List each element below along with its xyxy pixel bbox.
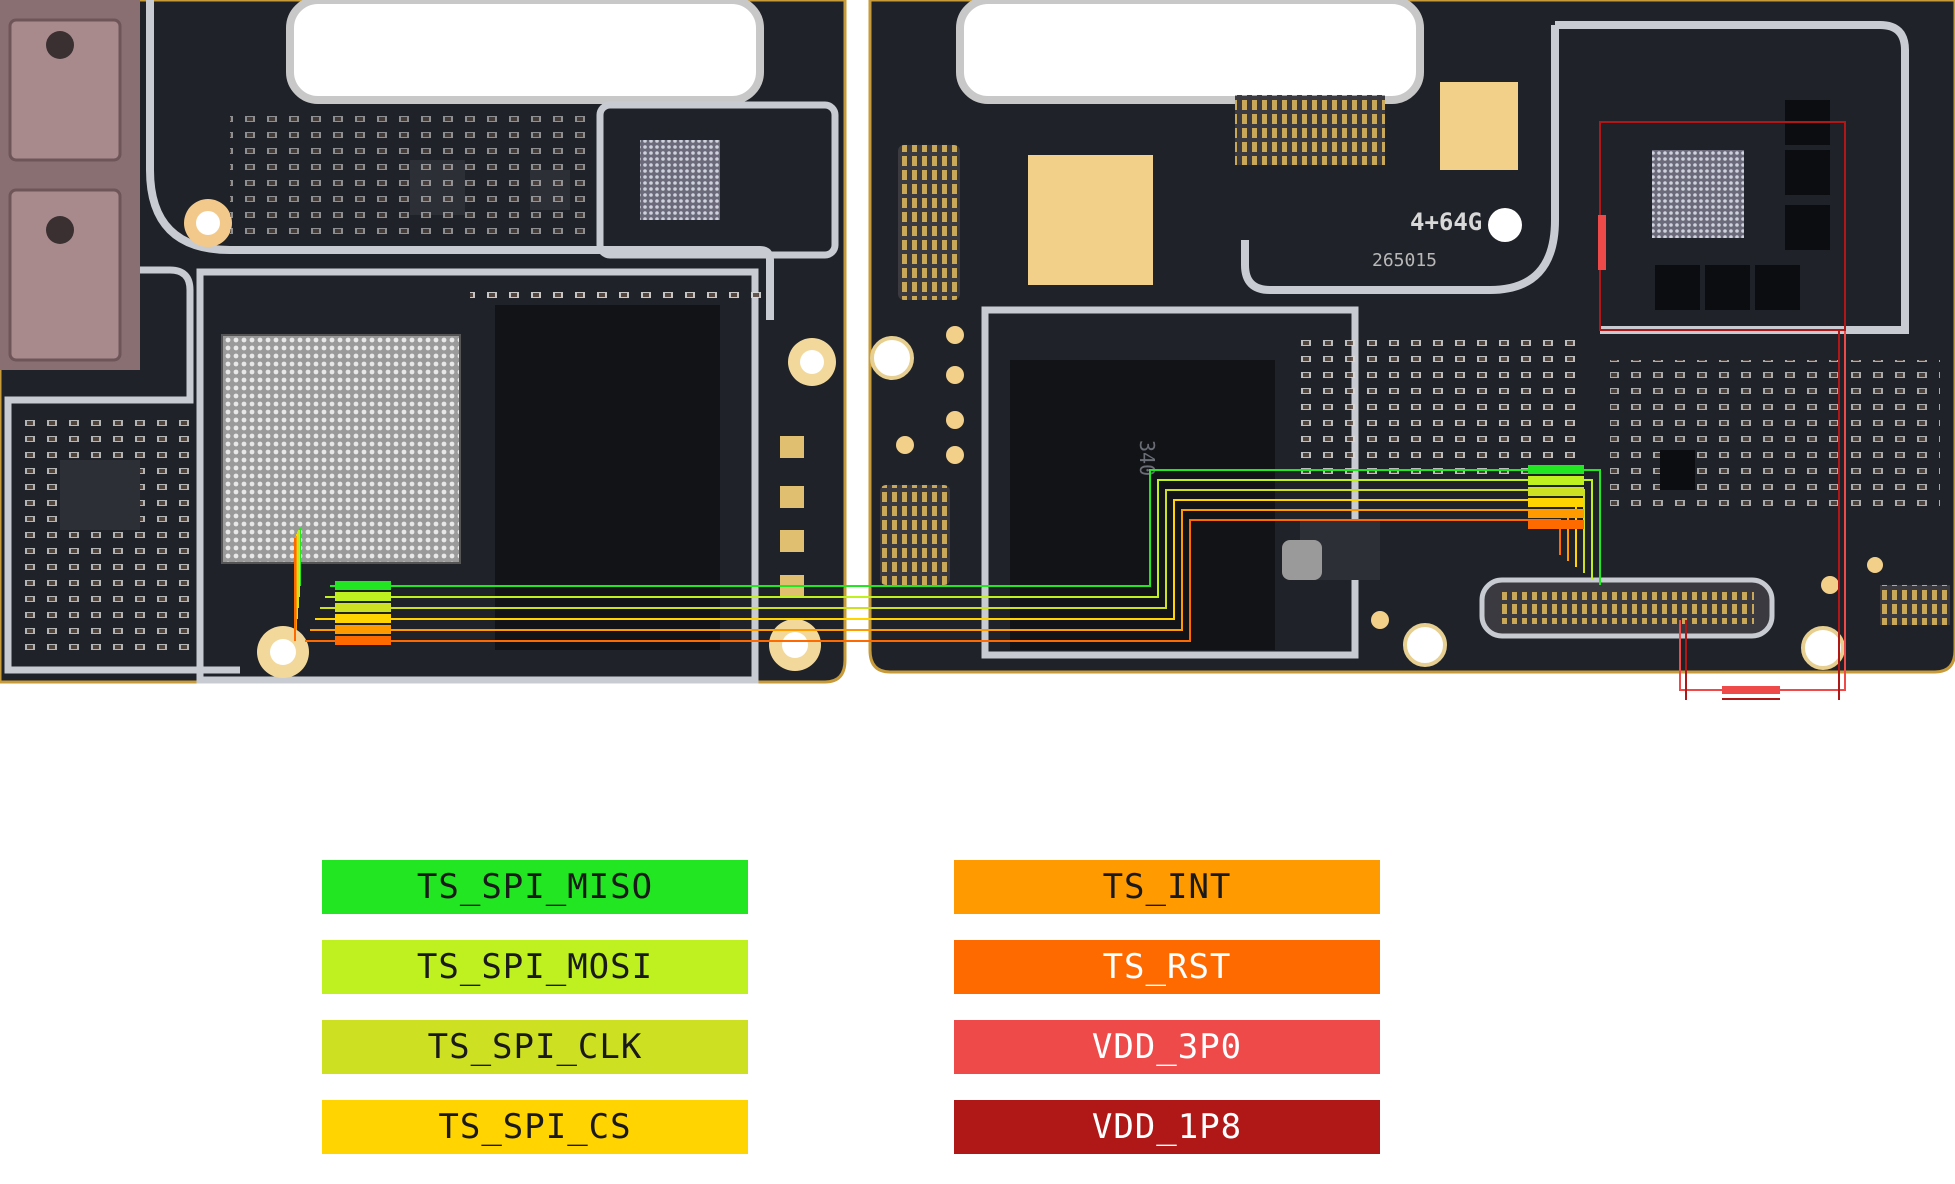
trace-tag-v3p0 <box>1722 686 1780 694</box>
trace-tag-right-mosi <box>1528 476 1584 485</box>
legend-miso: TS_SPI_MISO <box>322 860 748 914</box>
right-board: 340 4+64G 265015 <box>868 0 1955 674</box>
legend-clk: TS_SPI_CLK <box>322 1020 748 1074</box>
legend-rst: TS_RST <box>954 940 1380 994</box>
trace-tag-left-clk <box>335 603 391 612</box>
silkscreen-capacity: 4+64G <box>1410 208 1482 236</box>
power-marker-3p0 <box>1598 215 1606 270</box>
trace-tag-left-mosi <box>335 592 391 601</box>
trace-tag-left-int <box>335 625 391 634</box>
trace-tag-left-miso <box>335 581 391 590</box>
trace-tag-left-rst <box>335 636 391 645</box>
trace-tag-right-miso <box>1528 465 1584 474</box>
silkscreen-code: 265015 <box>1372 250 1437 271</box>
trace-tag-left-cs <box>335 614 391 623</box>
trace-tag-right-clk <box>1528 487 1584 496</box>
trace-tag-right-rst <box>1528 520 1584 529</box>
trace-rst <box>305 519 1561 642</box>
legend-v1p8: VDD_1P8 <box>954 1100 1380 1154</box>
trace-miso <box>330 469 1601 587</box>
legend-cs: TS_SPI_CS <box>322 1100 748 1154</box>
legend-mosi: TS_SPI_MOSI <box>322 940 748 994</box>
trace-tag-right-cs <box>1528 498 1584 507</box>
legend-int: TS_INT <box>954 860 1380 914</box>
trace-tag-v1p8 <box>1722 698 1780 700</box>
signal-traces <box>294 121 1846 700</box>
left-board <box>0 0 847 684</box>
legend-v3p0: VDD_3P0 <box>954 1020 1380 1074</box>
trace-mosi <box>325 479 1593 598</box>
trace-tag-right-int <box>1528 509 1584 518</box>
pcb-board-photo: 340 4+64G 265015 <box>0 0 1955 700</box>
